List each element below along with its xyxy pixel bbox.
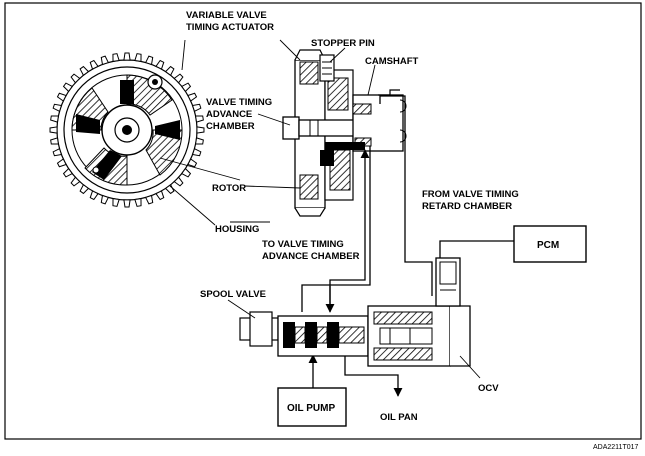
gear-tooth — [134, 53, 142, 62]
label-advance-chamber-2: ADVANCE — [206, 109, 252, 120]
gear-tooth — [164, 65, 175, 76]
label-oil-pump: OIL PUMP — [287, 403, 335, 414]
label-camshaft: CAMSHAFT — [365, 56, 418, 67]
label-advance-chamber-1: VALVE TIMING — [206, 97, 272, 108]
gear-tooth — [112, 53, 120, 62]
gear-tooth — [195, 115, 204, 123]
gear-tooth — [191, 103, 202, 113]
oil-passage-lines — [301, 95, 514, 397]
leader-lines — [159, 39, 481, 379]
label-from-retard-1: FROM VALVE TIMING — [422, 189, 519, 200]
gear-tooth — [100, 55, 110, 66]
label-housing: HOUSING — [215, 224, 259, 235]
gear-tooth — [173, 73, 184, 84]
gear-tooth — [49, 126, 58, 134]
gear-tooth — [173, 176, 184, 187]
label-spool-valve: SPOOL VALVE — [200, 289, 266, 300]
frame-border — [4, 2, 642, 440]
gear-tooth — [62, 82, 73, 93]
pcm-box — [513, 225, 587, 263]
gear-tooth — [50, 115, 59, 123]
label-oil-pan: OIL PAN — [380, 412, 418, 423]
gear-tooth — [56, 158, 67, 168]
label-ocv: OCV — [478, 383, 499, 394]
label-advance-chamber-3: CHAMBER — [206, 121, 255, 132]
gear-tooth — [52, 103, 63, 113]
gear-tooth — [112, 198, 120, 207]
gear-tooth — [52, 147, 63, 157]
oil-pump-box — [277, 387, 347, 427]
gear-tooth — [187, 158, 198, 168]
gear-tooth — [155, 190, 165, 201]
gear-tooth — [70, 176, 81, 187]
ocv-assembly — [239, 257, 471, 367]
gear-tooth — [56, 92, 67, 102]
gear-tooth — [89, 190, 99, 201]
label-stopper-pin: STOPPER PIN — [311, 38, 375, 49]
label-from-retard-2: RETARD CHAMBER — [422, 201, 512, 212]
label-vvt-actuator-1: VARIABLE VALVE — [186, 10, 267, 21]
gear-tooth — [195, 137, 204, 145]
vvt-actuator-gear — [49, 52, 205, 208]
gear-tooth — [134, 198, 142, 207]
actuator-section-view — [282, 49, 407, 217]
gear-tooth — [79, 65, 90, 76]
gear-tooth — [50, 137, 59, 145]
gear-tooth — [144, 194, 154, 205]
gear-tooth — [181, 82, 192, 93]
gear-tooth — [100, 194, 110, 205]
gear-tooth — [191, 147, 202, 157]
gear-tooth — [187, 92, 198, 102]
gear-tooth — [123, 52, 131, 61]
gear-tooth — [155, 59, 165, 70]
label-to-advance-1: TO VALVE TIMING — [262, 239, 344, 250]
gear-tooth — [123, 199, 131, 208]
gear-tooth — [79, 184, 90, 195]
gear-tooth — [62, 167, 73, 178]
label-pcm: PCM — [537, 240, 559, 251]
label-vvt-actuator-2: TIMING ACTUATOR — [186, 22, 274, 33]
gear-tooth — [89, 59, 99, 70]
figure-code: ADA2211T017 — [593, 444, 639, 451]
gear-tooth — [144, 55, 154, 66]
gear-tooth — [196, 126, 205, 134]
label-to-advance-2: ADVANCE CHAMBER — [262, 251, 360, 262]
gear-tooth — [70, 73, 81, 84]
label-rotor: ROTOR — [212, 183, 246, 194]
gear-tooth — [181, 167, 192, 178]
